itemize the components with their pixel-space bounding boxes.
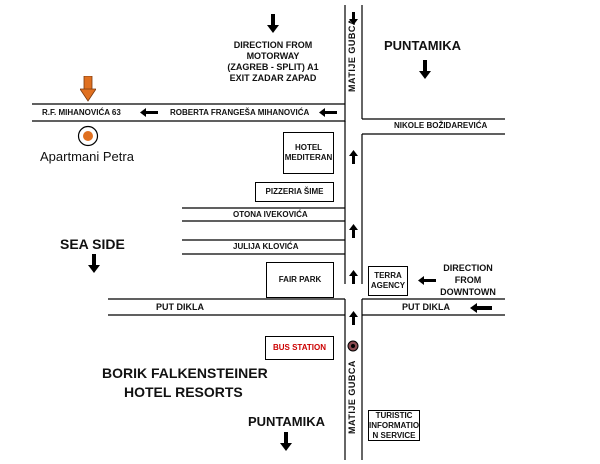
arrow-down-icon xyxy=(88,254,100,273)
arrow-left-icon xyxy=(470,303,492,313)
street-label-roberta: ROBERTA FRANGEŠA MIHANOVIĆA xyxy=(170,108,310,117)
arrow-up-icon xyxy=(349,270,358,284)
road-marker-icon xyxy=(347,340,359,352)
arrow-left-icon xyxy=(140,108,158,117)
place-pizzeria-sime: PIZZERIA ŠIME xyxy=(255,182,334,202)
label-borik-resorts: BORIK FALKENSTEINER HOTEL RESORTS xyxy=(102,364,268,402)
hotel-line-2: MEDITERAN xyxy=(284,153,333,162)
downtown-line-3: DOWNTOWN xyxy=(440,287,496,297)
street-label-julija: JULIJA KLOVIĆA xyxy=(233,242,299,251)
downtown-line-2: FROM xyxy=(454,275,482,285)
turistic-line-1: TURISTIC xyxy=(375,410,413,420)
label-puntamika-top: PUNTAMIKA xyxy=(384,38,462,53)
street-label-put-dikla-right: PUT DIKLA xyxy=(402,302,450,312)
place-fair-park: FAIR PARK xyxy=(266,262,334,298)
street-label-nikole: NIKOLE BOŽIDAREVIĆA xyxy=(394,121,488,130)
label-sea-side: SEA SIDE xyxy=(60,236,125,252)
location-pin-icon xyxy=(80,76,96,102)
direction-from-motorway: DIRECTION FROM MOTORWAY (ZAGREB - SPLIT)… xyxy=(213,40,333,84)
motorway-line-1: DIRECTION FROM xyxy=(233,40,313,50)
arrow-left-icon xyxy=(319,108,337,117)
arrow-down-icon xyxy=(280,432,292,451)
arrow-down-icon xyxy=(267,14,279,33)
motorway-line-4: EXIT ZADAR ZAPAD xyxy=(229,73,317,83)
direction-from-downtown: DIRECTION FROM DOWNTOWN xyxy=(436,262,500,298)
circle-marker-icon xyxy=(77,125,99,147)
street-label-matije-top: MATIJE GUBCA xyxy=(347,18,357,92)
street-label-rf-mihanovica: R.F. MIHANOVIĆA 63 xyxy=(42,108,121,117)
street-label-otona: OTONA IVEKOVIĆA xyxy=(233,210,308,219)
terra-line-1: TERRA xyxy=(374,271,402,280)
terra-line-2: AGENCY xyxy=(370,281,406,290)
turistic-line-2: INFORMATIO xyxy=(368,420,420,430)
borik-line-1: BORIK FALKENSTEINER xyxy=(102,365,268,381)
street-label-put-dikla-left: PUT DIKLA xyxy=(156,302,204,312)
arrow-up-icon xyxy=(349,224,358,238)
place-apartmani-petra: Apartmani Petra xyxy=(40,149,134,164)
motorway-line-2: MOTORWAY xyxy=(246,51,300,61)
label-puntamika-bottom: PUNTAMIKA xyxy=(248,414,326,429)
motorway-line-3: (ZAGREB - SPLIT) A1 xyxy=(227,62,319,72)
turistic-line-3: N SERVICE xyxy=(372,430,416,440)
place-bus-station: BUS STATION xyxy=(265,336,334,360)
downtown-line-1: DIRECTION xyxy=(443,263,493,273)
hotel-line-1: HOTEL xyxy=(294,143,323,152)
road-roberta-bottom-edge xyxy=(32,120,346,138)
arrow-down-icon xyxy=(349,12,358,25)
borik-line-2: HOTEL RESORTS xyxy=(124,384,243,400)
arrow-left-icon xyxy=(418,276,436,285)
arrow-down-icon xyxy=(419,60,431,79)
arrow-up-icon xyxy=(349,150,358,164)
arrow-up-icon xyxy=(349,311,358,325)
street-label-matije-bottom: MATIJE GUBCA xyxy=(347,360,357,434)
